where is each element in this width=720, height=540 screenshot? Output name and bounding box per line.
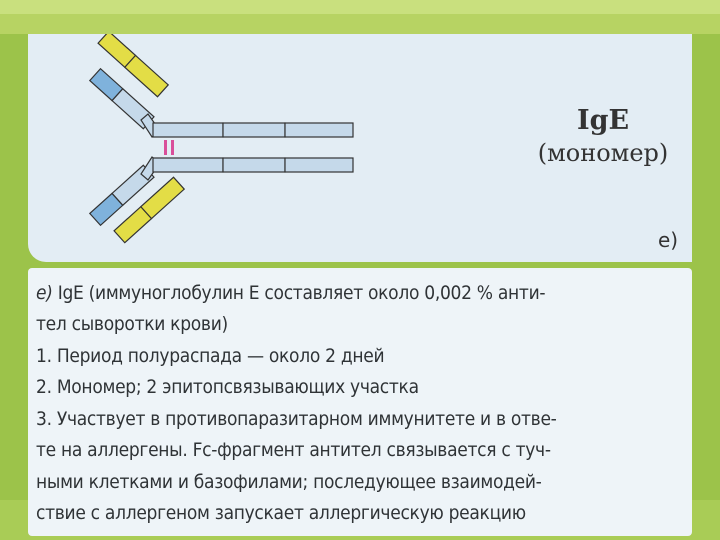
description-line: тел сыворотки крови) [36, 313, 696, 335]
figure-title: IgE (мономер) [518, 104, 688, 168]
description-line: ными клетками и базофилами; последующее … [36, 471, 696, 493]
description-line: 2. Мономер; 2 эпитопсвязывающих участка [36, 376, 696, 398]
description-line: ствие с аллергеном запускает аллергическ… [36, 502, 696, 524]
antibody-form: (мономер) [518, 138, 688, 168]
description-line: 1. Период полураспада — около 2 дней [36, 345, 696, 367]
fc-upper-heavy-chain [153, 123, 353, 137]
top-stripe [0, 14, 720, 34]
top-stripe-light [0, 0, 720, 14]
figure-letter: е) [658, 228, 678, 252]
description-line: е) IgE (иммуноглобулин E составляет окол… [36, 282, 696, 304]
description-line: те на аллергены. Fc-фрагмент антител свя… [36, 439, 696, 461]
description-line: 3. Участвует в противопаразитарном иммун… [36, 408, 696, 430]
fc-lower-heavy-chain [153, 158, 353, 172]
description-panel: е) IgE (иммуноглобулин E составляет окол… [28, 268, 692, 536]
disulfide-bonds [164, 140, 174, 155]
antibody-name: IgE [518, 104, 688, 138]
antibody-figure-panel: IgE (мономер) е) [28, 34, 692, 262]
